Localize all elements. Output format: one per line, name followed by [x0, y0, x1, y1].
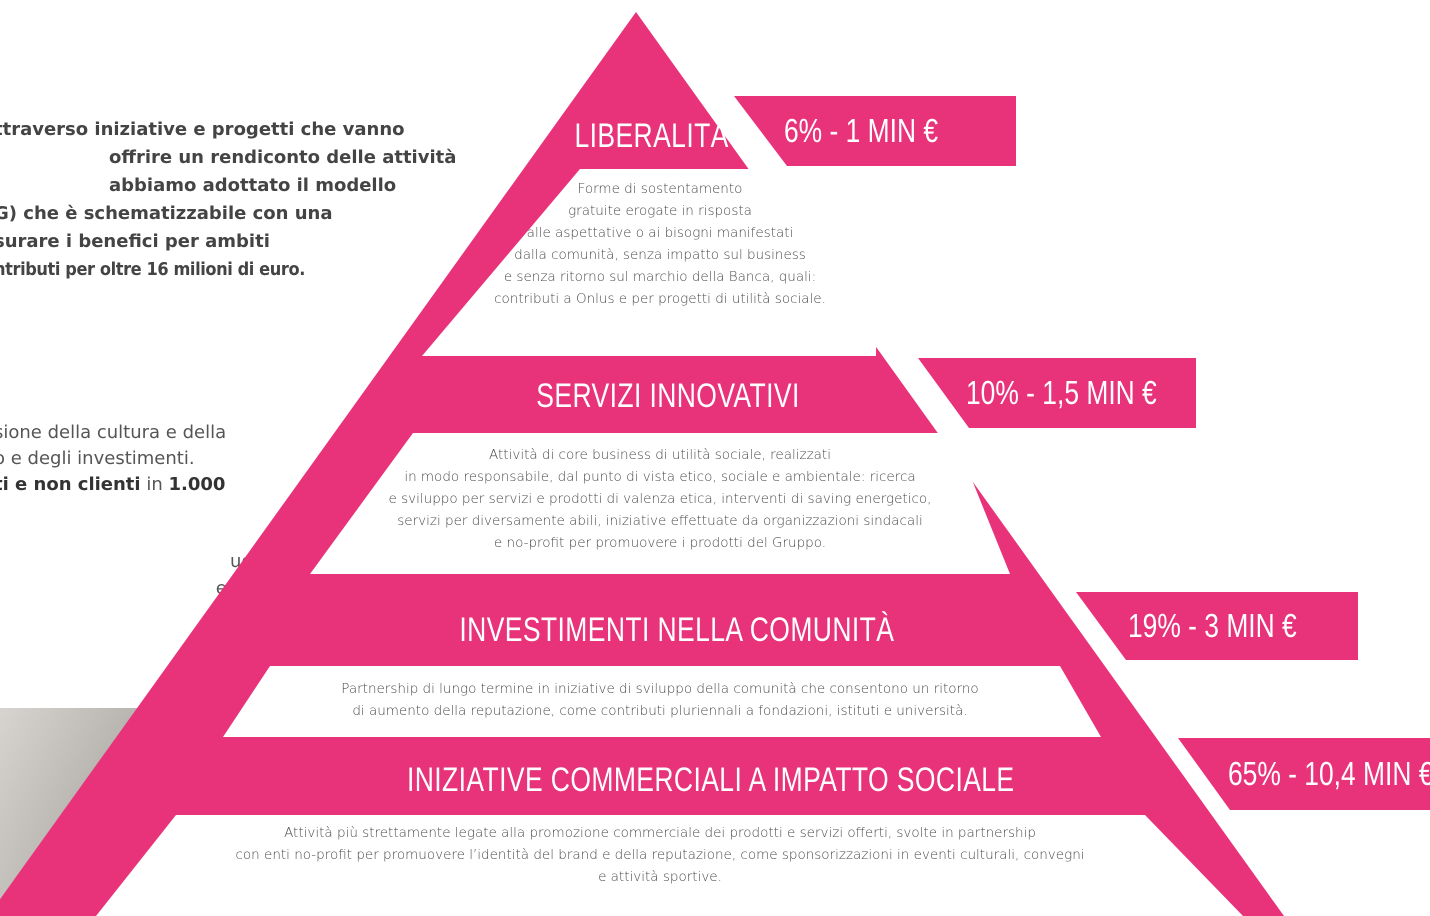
intro-paragraph: ttraverso iniziative e progetti che vann…: [0, 116, 457, 284]
description-line: alle aspettative o ai bisogni manifestat…: [526, 225, 794, 241]
tag-servizi: 10% - 1,5 MIN €: [918, 358, 1196, 428]
description-line: servizi per diversamente abili, iniziati…: [397, 513, 923, 529]
description-line: e no-profit per promuovere i prodotti de…: [493, 535, 827, 551]
tier-title-servizi: SERVIZI INNOVATIVI: [536, 377, 800, 415]
intro-line: G) che è schematizzabile con una: [0, 203, 333, 224]
intro-line: offrire un rendiconto delle attività: [109, 147, 457, 168]
culture-text: in: [140, 474, 169, 495]
intro-line: ttraverso iniziative e progetti che vann…: [0, 119, 405, 140]
description-line: e sviluppo per servizi e prodotti di val…: [388, 491, 932, 507]
tier-description-iniziative: Attività più strettamente legate alla pr…: [120, 822, 1200, 888]
description-line: con enti no-profit per promuovere l’iden…: [235, 847, 1085, 863]
intro-line: abbiamo adottato il modello: [109, 175, 397, 196]
intro-line: ntributi per oltre 16 milioni di euro.: [0, 259, 305, 280]
tier-description-servizi: Attività di core business di utilità soc…: [310, 444, 1010, 554]
culture-line: ti e non clienti in 1.000: [0, 472, 424, 498]
tag-label: 6% - 1 MIN €: [784, 112, 939, 149]
description-line: Forme di sostentamento: [577, 181, 743, 197]
tag-liberalita: 6% - 1 MIN €: [734, 96, 1016, 166]
culture-line: o e degli investimenti.: [0, 448, 195, 469]
description-line: e attività sportive.: [598, 869, 722, 885]
description-line: e senza ritorno sul marchio della Banca,…: [503, 269, 817, 285]
description-line: in modo responsabile, dal punto di vista…: [404, 469, 916, 485]
description-line: contributi a Onlus e per progetti di uti…: [494, 291, 826, 307]
intro-line: surare i benefici per ambiti: [0, 231, 270, 252]
tier-title-liberalita: LIBERALITÀ: [574, 117, 729, 155]
tag-investimenti: 19% - 3 MIN €: [1076, 592, 1358, 660]
description-line: dalla comunità, senza impatto sul busine…: [514, 247, 806, 263]
tier-iniziative-body: [96, 815, 1243, 916]
tier-title-investimenti: INVESTIMENTI NELLA COMUNITÀ: [459, 611, 895, 649]
tag-label: 10% - 1,5 MIN €: [966, 374, 1157, 411]
culture-paragraph: sione della cultura e della o e degli in…: [0, 420, 424, 498]
culture-bold-text: ti e non clienti: [0, 474, 141, 495]
culture-number: 1.000: [168, 474, 226, 495]
description-line: Partnership di lungo termine in iniziati…: [341, 681, 979, 697]
tag-label: 65% - 10,4 MIN €: [1228, 755, 1430, 792]
tag-label: 19% - 3 MIN €: [1128, 607, 1297, 644]
tier-investimenti-body: [223, 666, 1101, 737]
description-line: di aumento della reputazione, come contr…: [352, 703, 968, 719]
tier-servizi-body: [310, 433, 1010, 574]
tier-description-liberalita: Forme di sostentamento gratuite erogate …: [440, 178, 880, 310]
culture-line: sione della cultura e della: [0, 422, 227, 443]
tier-liberalita-body: [422, 169, 878, 356]
tier-title-iniziative: INIZIATIVE COMMERCIALI A IMPATTO SOCIALE: [407, 761, 1015, 799]
description-line: Attività di core business di utilità soc…: [489, 447, 831, 463]
description-line: gratuite erogate in risposta: [568, 203, 752, 219]
tier-description-investimenti: Partnership di lungo termine in iniziati…: [220, 678, 1100, 722]
description-line: Attività più strettamente legate alla pr…: [284, 825, 1036, 841]
